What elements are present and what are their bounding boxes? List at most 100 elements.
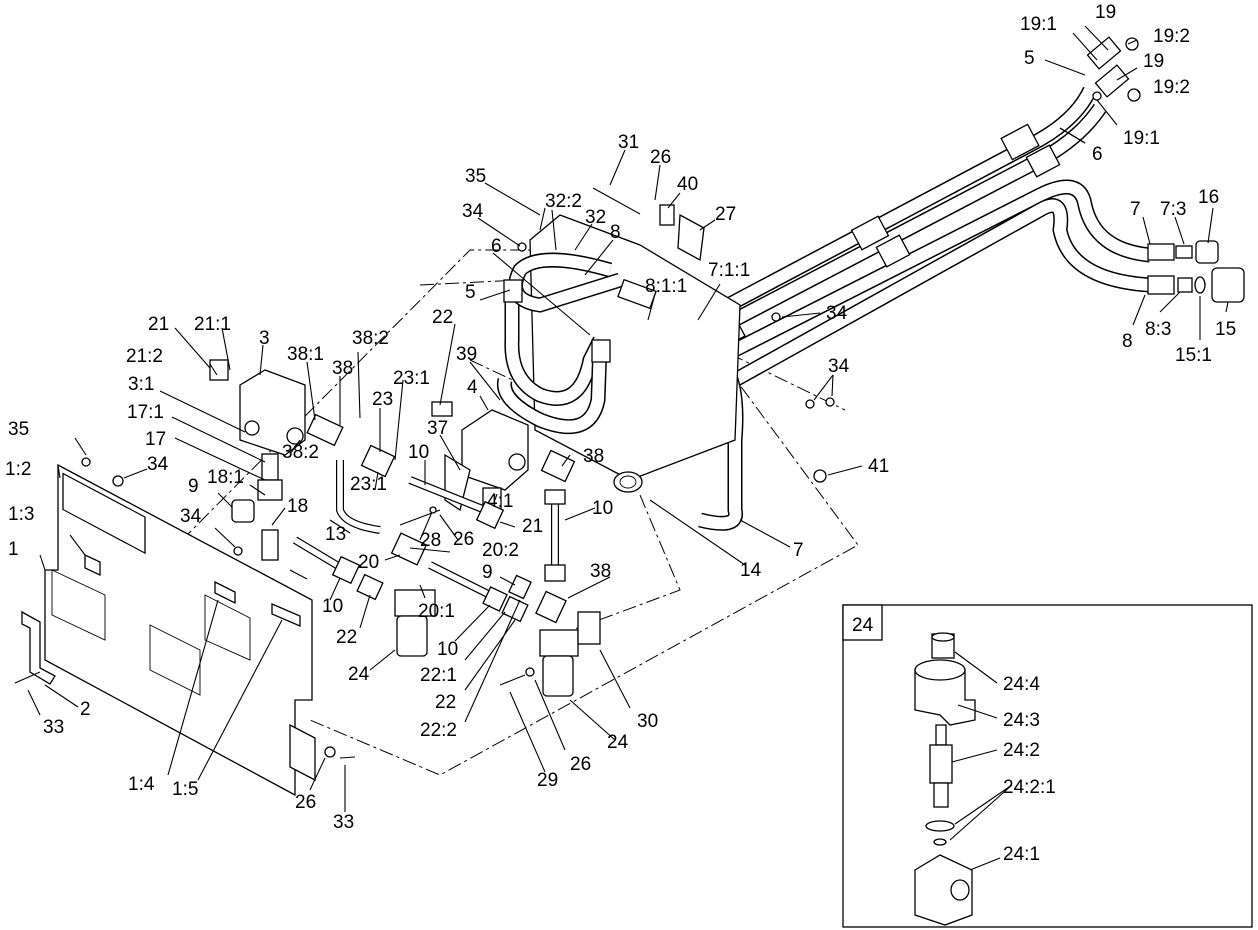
callout-23: 23 bbox=[372, 389, 393, 410]
callout-13: 13 bbox=[325, 524, 346, 545]
solenoid-valves bbox=[394, 589, 601, 697]
callout-7-b: 7 bbox=[793, 540, 804, 561]
callout-37: 37 bbox=[427, 418, 448, 439]
callout-24-a: 24 bbox=[348, 664, 370, 685]
callout-29: 29 bbox=[537, 770, 558, 791]
callout-1: 1 bbox=[8, 539, 19, 560]
callout-26-c: 26 bbox=[570, 754, 591, 775]
callout-38-2-b: 38:2 bbox=[282, 442, 319, 463]
callout-6-a: 6 bbox=[1092, 144, 1103, 165]
callout-7-3: 7:3 bbox=[1160, 199, 1186, 220]
callout-33-b: 33 bbox=[333, 812, 354, 833]
callout-24-2-1: 24:2:1 bbox=[1003, 777, 1056, 798]
callout-7-a: 7 bbox=[1130, 199, 1141, 220]
callout-6-b: 6 bbox=[491, 236, 502, 257]
callout-35-a: 35 bbox=[465, 166, 486, 187]
callout-35-b: 35 bbox=[8, 419, 29, 440]
callout-19-1-b: 19:1 bbox=[1123, 128, 1160, 149]
callout-1-3: 1:3 bbox=[8, 504, 34, 525]
valve-4 bbox=[431, 401, 529, 515]
callout-38-c: 38 bbox=[590, 561, 611, 582]
leader-lines bbox=[27, 25, 1229, 871]
callout-8-a: 8 bbox=[1122, 331, 1133, 352]
callout-1-2: 1:2 bbox=[5, 459, 31, 480]
callout-19-2-b: 19:2 bbox=[1153, 77, 1190, 98]
callout-30: 30 bbox=[637, 711, 658, 732]
inset-detail-24: 24 bbox=[842, 604, 1253, 928]
callout-38-1: 38:1 bbox=[287, 344, 324, 365]
callout-20-2: 20:2 bbox=[482, 540, 519, 561]
callout-38-b: 38 bbox=[583, 446, 604, 467]
callout-15-1: 15:1 bbox=[1175, 345, 1212, 366]
callout-16: 16 bbox=[1198, 187, 1219, 208]
valve-3 bbox=[209, 359, 306, 561]
callout-34-d: 34 bbox=[147, 454, 169, 475]
callout-39: 39 bbox=[456, 344, 477, 365]
tubes bbox=[292, 413, 643, 624]
callout-19-b: 19 bbox=[1143, 51, 1164, 72]
callout-26-b: 26 bbox=[453, 529, 474, 550]
callout-5-a: 5 bbox=[1024, 48, 1035, 69]
callout-38-2-a: 38:2 bbox=[352, 328, 389, 349]
callout-19-a: 19 bbox=[1095, 2, 1116, 23]
callout-38-a: 38 bbox=[332, 358, 353, 379]
callout-24-2: 24:2 bbox=[1003, 740, 1040, 761]
callout-24-3: 24:3 bbox=[1003, 710, 1040, 731]
callout-21-b: 21 bbox=[522, 516, 543, 537]
callout-labels: 19 19:1 19:2 5 19 19:2 19:1 6 16 7 7:3 8… bbox=[5, 2, 1236, 865]
callout-34-e: 34 bbox=[180, 506, 202, 527]
callout-34-b: 34 bbox=[826, 303, 848, 324]
callout-24-4: 24:4 bbox=[1003, 674, 1040, 695]
callout-10-d: 10 bbox=[437, 639, 458, 660]
callout-26-d: 26 bbox=[295, 792, 316, 813]
callout-17-1: 17:1 bbox=[127, 402, 164, 423]
callout-3: 3 bbox=[259, 328, 270, 349]
callout-33-a: 33 bbox=[43, 717, 64, 738]
callout-8-1-1: 8:1:1 bbox=[645, 276, 687, 297]
callout-22-b: 22 bbox=[336, 627, 357, 648]
callout-3-1: 3:1 bbox=[128, 374, 154, 395]
callout-24-1: 24:1 bbox=[1003, 844, 1040, 865]
callout-40: 40 bbox=[677, 174, 698, 195]
callout-4-1: 4:1 bbox=[487, 491, 513, 512]
callout-22-a: 22 bbox=[432, 307, 453, 328]
hose-bundle bbox=[696, 86, 1151, 531]
callout-10-c: 10 bbox=[322, 596, 343, 617]
callout-2: 2 bbox=[80, 699, 91, 720]
callout-19-1-a: 19:1 bbox=[1020, 14, 1057, 35]
callout-5-b: 5 bbox=[465, 282, 476, 303]
callout-31: 31 bbox=[618, 132, 639, 153]
callout-17: 17 bbox=[145, 429, 166, 450]
callout-23-1-b: 23:1 bbox=[350, 474, 387, 495]
callout-8-3: 8:3 bbox=[1145, 319, 1171, 340]
callout-9-a: 9 bbox=[188, 476, 199, 497]
callout-10-a: 10 bbox=[408, 442, 429, 463]
callout-41: 41 bbox=[868, 456, 889, 477]
callout-34-c: 34 bbox=[828, 356, 850, 377]
callout-32: 32 bbox=[585, 207, 606, 228]
callout-21-1: 21:1 bbox=[194, 314, 231, 335]
callout-4: 4 bbox=[467, 377, 478, 398]
callout-26-a: 26 bbox=[650, 147, 671, 168]
inset-title: 24 bbox=[852, 615, 874, 636]
callout-9-b: 9 bbox=[482, 562, 493, 583]
callout-24-b: 24 bbox=[607, 732, 629, 753]
callout-32-2: 32:2 bbox=[545, 191, 582, 212]
callout-14: 14 bbox=[740, 560, 762, 581]
cover-panel bbox=[21, 463, 316, 797]
callout-22-c: 22 bbox=[435, 692, 456, 713]
callout-22-2: 22:2 bbox=[420, 720, 457, 741]
callout-18: 18 bbox=[287, 496, 308, 517]
callout-27: 27 bbox=[715, 204, 736, 225]
callout-1-4: 1:4 bbox=[128, 774, 155, 795]
couplers-right bbox=[1086, 36, 1245, 303]
callout-34-a: 34 bbox=[462, 201, 484, 222]
hardware bbox=[14, 187, 835, 759]
callout-20: 20 bbox=[358, 552, 379, 573]
callout-22-1: 22:1 bbox=[420, 665, 457, 686]
callout-20-1: 20:1 bbox=[418, 601, 455, 622]
callout-21-a: 21 bbox=[148, 314, 169, 335]
callout-21-2: 21:2 bbox=[126, 346, 163, 367]
callout-23-1-a: 23:1 bbox=[393, 368, 430, 389]
